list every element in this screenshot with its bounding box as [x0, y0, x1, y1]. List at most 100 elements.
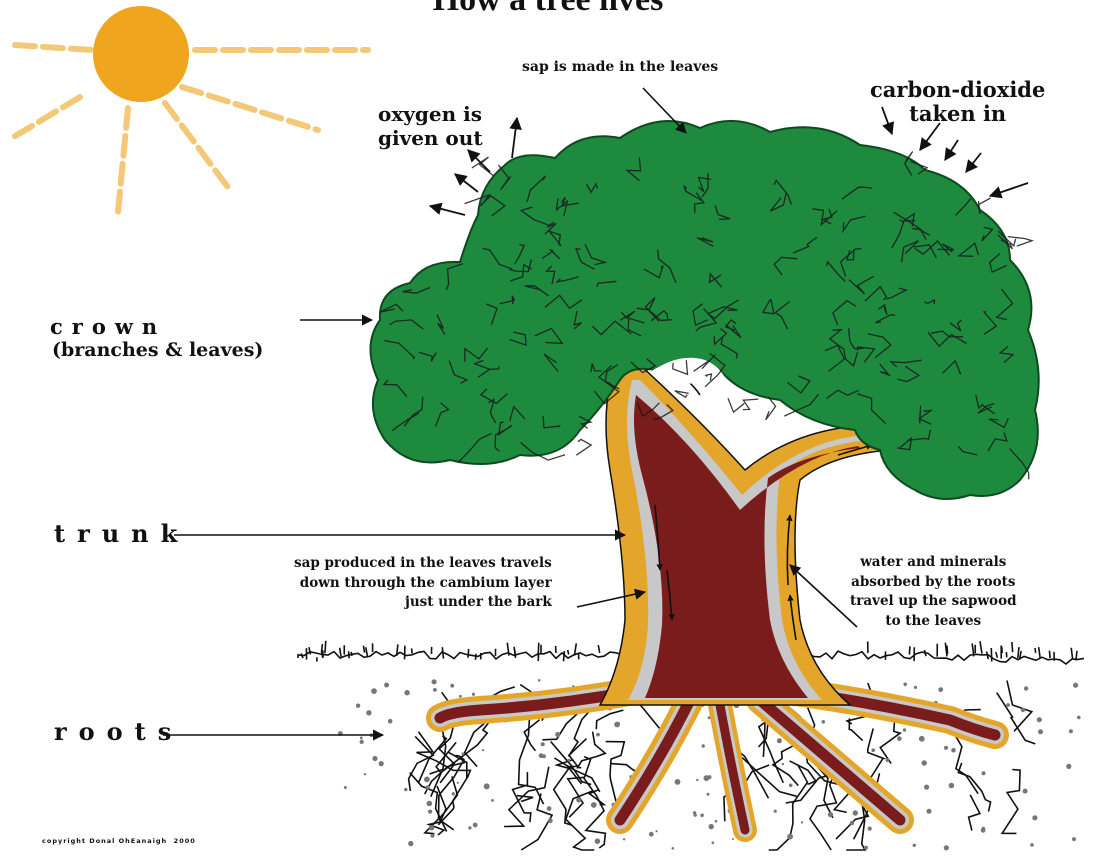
sun-ray	[118, 108, 128, 212]
soil-speck	[614, 722, 620, 728]
soil-speck	[1037, 717, 1042, 722]
soil-speck	[709, 824, 714, 829]
grass-blade	[475, 654, 476, 660]
soil-speck	[914, 686, 917, 689]
soil-speck	[927, 809, 932, 814]
soil-speck	[344, 786, 347, 789]
branch-line	[1008, 237, 1032, 247]
soil-speck	[388, 719, 393, 724]
sap-leaves-label: sap is made in the leaves	[522, 60, 718, 75]
soil-speck	[777, 738, 782, 743]
soil-speck	[789, 784, 793, 788]
soil-speck	[595, 838, 601, 844]
soil-speck	[404, 690, 409, 695]
soil-speck	[432, 679, 437, 684]
grass-blade	[1039, 647, 1040, 658]
soil-speck	[424, 777, 430, 783]
co2-line-2: taken in	[909, 101, 1006, 126]
soil-speck	[596, 733, 600, 737]
water-up-line-4: to the leaves	[885, 613, 981, 629]
root-line	[521, 793, 552, 850]
branch-line	[675, 391, 689, 397]
root-line	[578, 732, 606, 768]
sap-down-line-2: down through the cambium layer	[300, 575, 552, 591]
grass-blade	[538, 643, 539, 657]
soil-speck	[982, 771, 986, 775]
soil-speck	[712, 841, 715, 844]
soil-speck	[903, 728, 906, 731]
soil-speck	[538, 679, 541, 682]
root-line	[583, 777, 605, 848]
soil-speck	[702, 744, 705, 747]
soil-speck	[1066, 764, 1071, 769]
grass-blade	[514, 647, 515, 658]
soil-speck	[853, 810, 858, 815]
root-line	[868, 729, 884, 780]
soil-speck	[822, 720, 826, 724]
oxygen-line-1: oxygen is	[378, 102, 482, 126]
soil-speck	[672, 847, 675, 850]
soil-speck	[1024, 686, 1028, 690]
sun-ray	[165, 103, 230, 190]
sap-down-line-1: sap produced in the leaves travels	[294, 555, 552, 571]
soil-speck	[944, 845, 949, 850]
grass-blade	[996, 652, 998, 658]
soil-speck	[404, 788, 407, 791]
grass-blade	[563, 651, 564, 661]
crown-sublabel: (branches & leaves)	[52, 341, 263, 361]
soil-speck	[828, 812, 833, 817]
grass-blade	[1076, 651, 1077, 661]
soil-speck	[1069, 729, 1073, 733]
grass-blade	[598, 645, 599, 653]
soil-speck	[707, 793, 710, 796]
root-line	[849, 718, 862, 740]
soil-speck	[541, 742, 545, 746]
soil-speck	[427, 801, 433, 807]
soil-speck	[1032, 815, 1037, 820]
grass-blade	[568, 650, 569, 655]
sap-down-line-3: just under the bark	[405, 594, 552, 610]
sun-ray	[15, 45, 92, 50]
grass-blade	[1035, 648, 1036, 653]
soil-speck	[372, 756, 377, 761]
soil-speck	[938, 687, 943, 692]
grass-blade	[349, 651, 350, 658]
diagram-title: How a tree lives	[0, 0, 1096, 18]
water-up-line-3: travel up the sapwood	[850, 593, 1017, 609]
grass-blade	[301, 653, 303, 658]
root-line	[409, 736, 434, 791]
soil-speck	[450, 684, 454, 688]
soil-speck	[1006, 703, 1010, 707]
soil-speck	[1021, 708, 1025, 712]
soil-speck	[457, 782, 459, 784]
soil-speck	[433, 688, 437, 692]
oxygen-line-2: given out	[378, 126, 483, 150]
grass-blade	[363, 646, 364, 653]
soil-speck	[696, 779, 698, 781]
grass-blade	[947, 646, 948, 654]
grass-blade	[1018, 647, 1019, 658]
water-up-line-2: absorbed by the roots	[851, 574, 1015, 590]
soil-speck	[649, 832, 654, 837]
soil-speck	[1030, 843, 1034, 847]
soil-speck	[787, 834, 793, 840]
root-line	[969, 795, 980, 831]
soil-speck	[482, 749, 484, 751]
soil-speck	[715, 820, 718, 823]
grass-blade	[987, 652, 989, 660]
soil-speck	[1077, 716, 1081, 720]
soil-speck	[431, 834, 435, 838]
root-line	[524, 720, 539, 751]
soil-speck	[452, 792, 455, 795]
soil-speck	[360, 740, 364, 744]
soil-speck	[371, 688, 377, 694]
root-line	[1002, 770, 1020, 834]
grass-blade	[1012, 642, 1013, 652]
trunk-label: trunk	[54, 521, 189, 546]
grass-blade	[325, 641, 326, 654]
co2-line-1: carbon-dioxide	[870, 77, 1045, 102]
